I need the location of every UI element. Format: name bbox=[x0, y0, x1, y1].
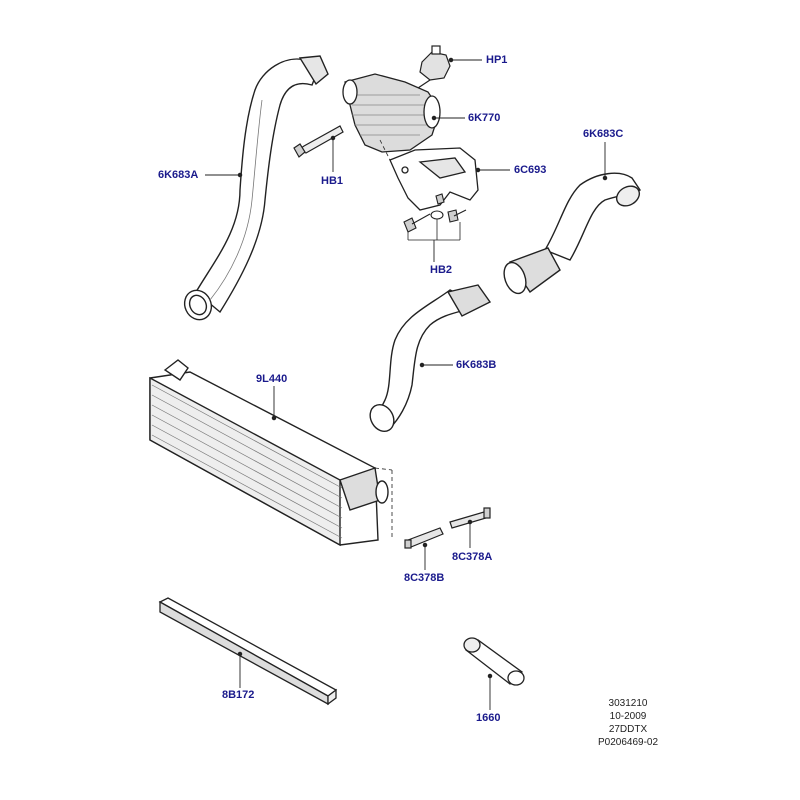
reference-line-3: 27DDTX bbox=[608, 724, 648, 735]
label-hb2: HB2 bbox=[430, 264, 453, 276]
leader-lines bbox=[205, 57, 608, 710]
label-8c378a: 8C378A bbox=[452, 551, 493, 563]
label-hp1: HP1 bbox=[486, 54, 508, 66]
strip-8b172 bbox=[158, 597, 338, 706]
hose-6k683c bbox=[503, 172, 642, 295]
label-8c378b: 8C378B bbox=[404, 572, 445, 584]
label-hb1: HB1 bbox=[321, 175, 344, 187]
label-6k683a: 6K683A bbox=[158, 169, 199, 181]
housing-6k770 bbox=[342, 73, 441, 153]
pins-8c378 bbox=[404, 507, 491, 549]
bolts-hb2 bbox=[403, 193, 467, 241]
label-6k683b: 6K683B bbox=[456, 359, 497, 371]
label-6k770: 6K770 bbox=[468, 112, 501, 124]
label-6c693: 6C693 bbox=[514, 164, 547, 176]
intercooler-9l440 bbox=[149, 359, 393, 547]
reference-line-4: P0206469-02 bbox=[597, 737, 659, 748]
sensor-hp1 bbox=[417, 45, 451, 89]
reference-line-2: 10-2009 bbox=[609, 711, 647, 722]
label-1660: 1660 bbox=[476, 712, 501, 724]
sleeve-1660 bbox=[463, 637, 525, 686]
label-6k683c: 6K683C bbox=[583, 128, 624, 140]
hose-6k683a bbox=[183, 55, 329, 321]
reference-block: 3031210 10-2009 27DDTX P0206469-02 bbox=[588, 697, 668, 749]
reference-line-1: 3031210 bbox=[608, 698, 648, 709]
label-9l440: 9L440 bbox=[256, 373, 288, 385]
bracket-6c693 bbox=[389, 147, 479, 211]
hose-6k683b bbox=[369, 284, 492, 433]
bolt-hb1 bbox=[293, 125, 391, 161]
label-8b172: 8B172 bbox=[222, 689, 255, 701]
